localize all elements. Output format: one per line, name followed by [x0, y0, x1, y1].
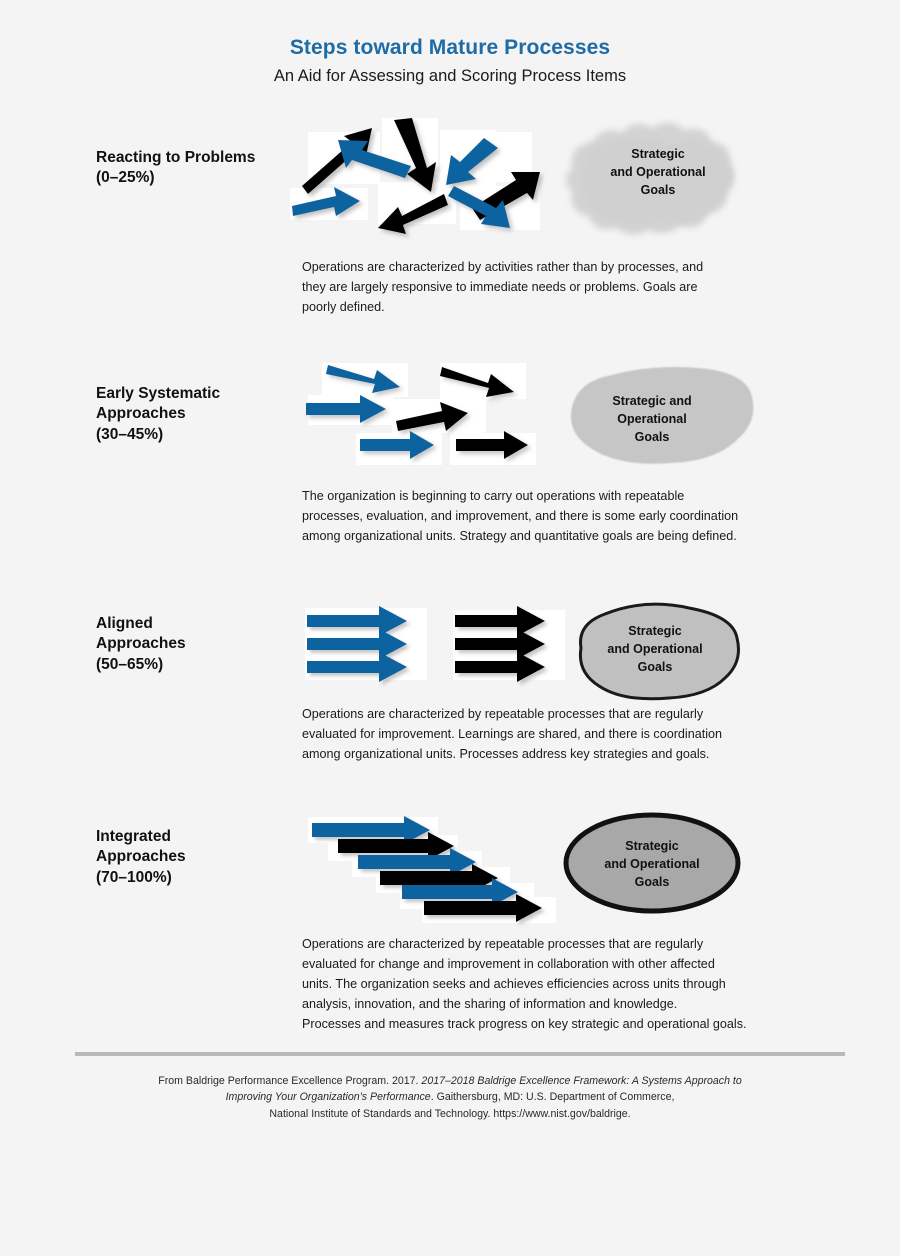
stage-4-diagram: Strategic and Operational Goals — [300, 805, 770, 940]
stage-1-label-line1: Reacting to Problems — [96, 149, 256, 166]
stage-1-diagram: Strategic and Operational Goals — [290, 110, 760, 245]
stage-3-label-line1: Aligned — [96, 615, 153, 632]
stage-1-goal-text: Strategic and Operational Goals — [610, 147, 705, 197]
stage-4-goal-line2: and Operational — [604, 857, 699, 871]
stage-2-goal-line3: Goals — [635, 430, 670, 444]
stage-3-goal-shape — [578, 602, 740, 701]
stage-2-diagram: Strategic and Operational Goals — [300, 355, 770, 490]
stage-2-label-line1: Early Systematic — [96, 385, 221, 402]
stage-4-description: Operations are characterized by repeatab… — [302, 935, 832, 1034]
stage-4-label: Integrated Approaches (70–100%) — [96, 827, 306, 888]
stage-3-black-arrows — [455, 606, 545, 682]
stage-3-diagram: Strategic and Operational Goals — [295, 600, 765, 735]
stage-1-description: Operations are characterized by activiti… — [302, 258, 832, 318]
stage-4-label-line1: Integrated — [96, 828, 171, 845]
stage-1-desc-line1: Operations are characterized by activiti… — [302, 260, 704, 274]
stage-1-desc-line3: poorly defined. — [302, 299, 385, 314]
stage-3-goal-line3: Goals — [638, 660, 673, 674]
stage-1-goal-line1: Strategic — [631, 147, 685, 161]
stage-4-goal-line3: Goals — [635, 875, 670, 889]
stage-3-label-line3: (50–65%) — [96, 655, 164, 673]
stage-2-desc-line1: The organization is beginning to carry o… — [302, 489, 685, 503]
stage-4-arrows — [312, 816, 542, 922]
stage-4-label-line2: Approaches — [96, 848, 186, 866]
stage-1-label-line2: (0–25%) — [96, 169, 155, 187]
stage-2-desc-line3: among organizational units. Strategy and… — [302, 528, 737, 543]
source-citation: From Baldrige Performance Excellence Pro… — [0, 1073, 900, 1122]
stage-4-desc-line5: Processes and measures track progress on… — [302, 1016, 747, 1031]
stage-4-desc-line2: evaluated for change and improvement in … — [302, 956, 715, 971]
stage-2-label-line2: Approaches — [96, 405, 186, 423]
stage-3-blue-arrows — [307, 606, 407, 682]
stage-4-desc-line3: units. The organization seeks and achiev… — [302, 976, 726, 991]
stage-4-goal-line1: Strategic — [625, 839, 679, 853]
stage-1-goal-shape — [566, 122, 735, 235]
stage-2-label-line3: (30–45%) — [96, 425, 164, 443]
citation-publisher: From Baldrige Performance Excellence Pro… — [158, 1075, 422, 1087]
stage-2-cards — [308, 363, 536, 465]
footer-divider — [75, 1052, 845, 1056]
stage-3-label-line2: Approaches — [96, 635, 186, 653]
stage-2-goal-line1: Strategic and — [612, 394, 691, 408]
stage-3-desc-line2: evaluated for improvement. Learnings are… — [302, 726, 723, 741]
stage-4-desc-line1: Operations are characterized by repeatab… — [302, 937, 704, 951]
stage-3-goal-text: Strategic and Operational Goals — [607, 624, 702, 674]
stage-3-desc-line3: among organizational units. Processes ad… — [302, 746, 710, 761]
stage-2-arrows — [306, 365, 528, 459]
stage-4-goal-text: Strategic and Operational Goals — [604, 839, 699, 889]
citation-title-part1: 2017–2018 Baldrige Excellence Framework:… — [421, 1075, 742, 1087]
stage-3-description: Operations are characterized by repeatab… — [302, 705, 832, 765]
stage-4-label-line3: (70–100%) — [96, 868, 172, 886]
stage-1-label: Reacting to Problems (0–25%) — [96, 148, 306, 189]
stage-2-goal-shape — [570, 367, 754, 464]
stage-3-label: Aligned Approaches (50–65%) — [96, 614, 306, 675]
stage-1-arrows — [292, 118, 540, 234]
citation-line-3: National Institute of Standards and Tech… — [269, 1107, 631, 1120]
stage-2-desc-line2: processes, evaluation, and improvement, … — [302, 508, 739, 523]
page-title: Steps toward Mature Processes — [289, 36, 611, 59]
stage-3-desc-line1: Operations are characterized by repeatab… — [302, 707, 704, 721]
stage-4-desc-line4: analysis, innovation, and the sharing of… — [302, 996, 678, 1011]
stage-1-goal-line2: and Operational — [610, 165, 705, 179]
stage-1-desc-line2: they are largely responsive to immediate… — [302, 279, 698, 294]
citation-line-1: From Baldrige Performance Excellence Pro… — [0, 1073, 900, 1089]
page-header: Steps toward Mature Processes An Aid for… — [0, 36, 900, 86]
stage-2-label: Early Systematic Approaches (30–45%) — [96, 384, 306, 445]
stage-2-description: The organization is beginning to carry o… — [302, 487, 832, 547]
stage-1-goal-line3: Goals — [641, 183, 676, 197]
citation-line-2: Improving Your Organization’s Performanc… — [0, 1089, 900, 1105]
stage-2-goal-text: Strategic and Operational Goals — [612, 394, 691, 444]
citation-title-part2: Improving Your Organization’s Performanc… — [225, 1091, 431, 1104]
citation-imprint: . Gaithersburg, MD: U.S. Department of C… — [430, 1091, 675, 1104]
stage-2-goal-line2: Operational — [617, 412, 686, 426]
page-subtitle: An Aid for Assessing and Scoring Process… — [273, 67, 627, 85]
stage-4-goal-shape — [563, 812, 741, 914]
stage-3-goal-line2: and Operational — [607, 642, 702, 656]
stage-3-goal-line1: Strategic — [628, 624, 682, 638]
